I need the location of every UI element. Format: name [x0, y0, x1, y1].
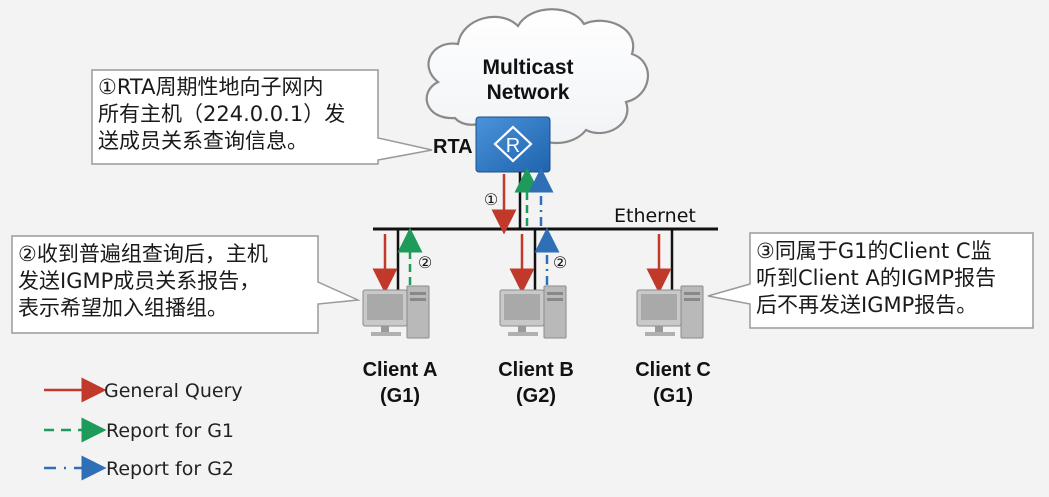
callout-step3-text: ③同属于G1的Client C监 听到Client A的IGMP报告 后不再发送… [756, 239, 997, 317]
client-b-group: (G2) [516, 385, 556, 407]
ethernet-label: Ethernet [614, 205, 696, 227]
client-a-name: Client A [362, 359, 438, 381]
client-b-label: Client B (G2) [476, 357, 596, 409]
step-marker-query: ① [484, 190, 498, 209]
client-a-computer-icon [362, 285, 430, 339]
step-marker-report-b: ② [553, 253, 567, 272]
legend-general-query-label: General Query [104, 380, 243, 402]
svg-text:R: R [506, 135, 520, 157]
callout-step1-text: ①RTA周期性地向子网内 所有主机（224.0.0.1）发 送成员关系查询信息。 [98, 75, 346, 153]
callout-step2-box [11, 235, 361, 334]
client-b-computer-icon [499, 285, 567, 339]
client-c-name: Client C [635, 359, 711, 381]
callout-step2-text: ②收到普遍组查询后，主机 发送IGMP成员关系报告， 表示希望加入组播组。 [18, 242, 268, 320]
callout-step3-box [707, 232, 1034, 329]
legend-report-g1-label: Report for G1 [106, 420, 234, 442]
client-a-group: (G1) [380, 385, 420, 407]
client-c-computer-icon [636, 285, 704, 339]
cloud-label-line2: Network [487, 81, 570, 104]
client-c-group: (G1) [653, 385, 693, 407]
router-label: RTA [433, 136, 473, 158]
legend-report-g2-label: Report for G2 [106, 458, 234, 480]
callout-step1-box [91, 69, 433, 165]
client-a-label: Client A (G1) [340, 357, 460, 409]
client-b-name: Client B [498, 359, 574, 381]
cloud-label-line1: Multicast [482, 56, 573, 79]
router-icon: R [475, 116, 551, 173]
step-marker-report-a: ② [418, 253, 432, 272]
client-c-label: Client C (G1) [613, 357, 733, 409]
